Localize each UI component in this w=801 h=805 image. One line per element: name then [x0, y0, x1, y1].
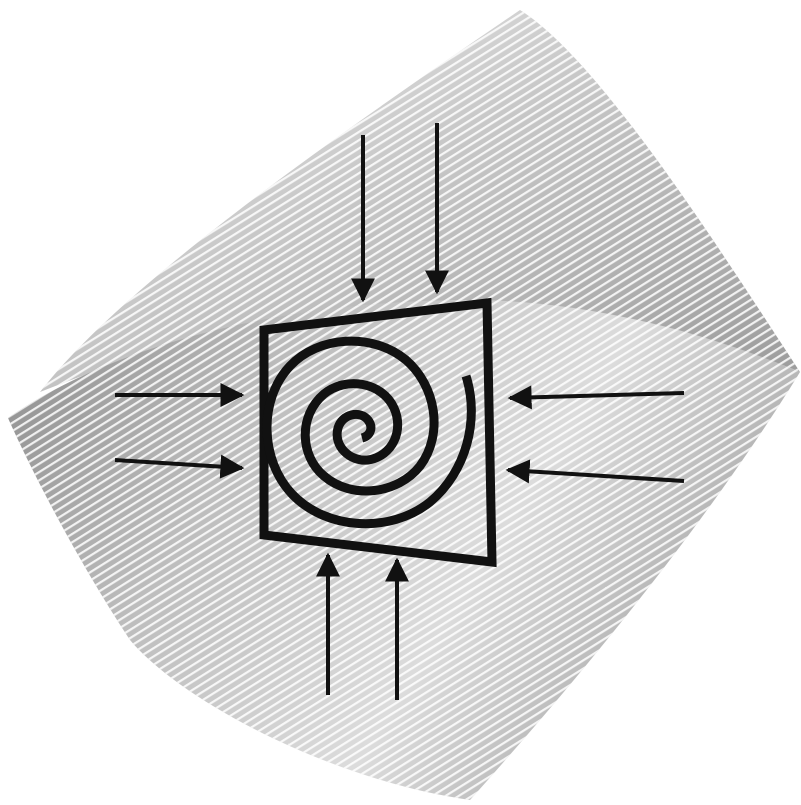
striped-sheet — [8, 10, 800, 800]
